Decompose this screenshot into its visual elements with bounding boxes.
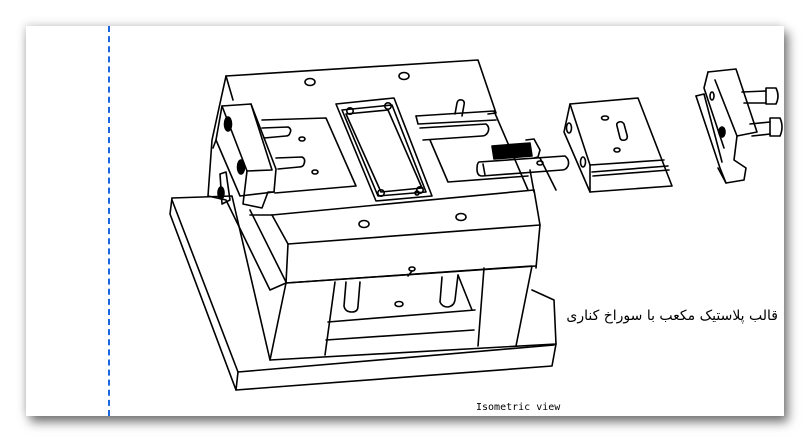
drawing-page: قالب پلاستیک مکعب با سوراخ کناری Isometr…: [26, 26, 784, 416]
left-side-core-block: [212, 103, 277, 209]
page-margin-guide: [108, 26, 110, 416]
cavity-insert: [335, 97, 433, 202]
base-plate: [169, 195, 557, 391]
guide-pin-and-bolt: [476, 138, 570, 193]
view-label: Isometric view: [476, 402, 561, 413]
mold-isometric-drawing: [26, 26, 784, 416]
right-slide-block: [563, 97, 673, 193]
mold-body: [207, 59, 541, 291]
far-right-clamp-block: [695, 68, 783, 184]
support-blocks: [269, 265, 533, 361]
drawing-caption: قالب پلاستیک مکعب با سوراخ کناری: [566, 308, 778, 324]
